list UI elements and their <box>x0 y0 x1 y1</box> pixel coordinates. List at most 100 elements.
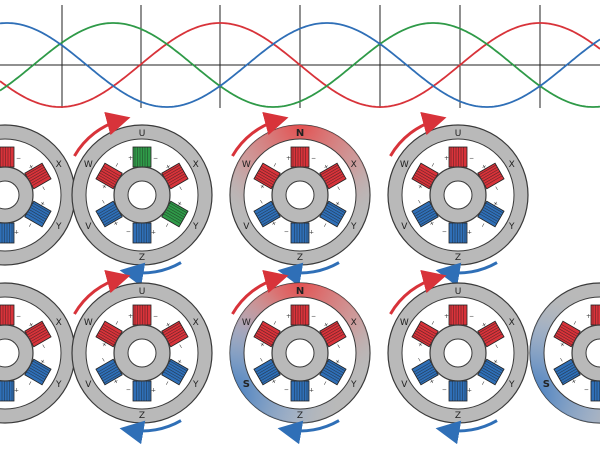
winding-label-bl: V <box>401 222 408 232</box>
stator-coil: +− <box>411 198 439 228</box>
coil-sign: + <box>100 341 109 349</box>
coil-sign: − <box>126 228 131 235</box>
winding-label-top: U <box>139 129 146 139</box>
motor-1-0: +−+−+−+−+−+−XY <box>0 282 76 424</box>
coil-sign: − <box>39 343 48 351</box>
winding-label-tr: X <box>509 160 515 170</box>
coil-sign: + <box>258 341 267 349</box>
stator-coil: +− <box>319 320 347 350</box>
rotor-bore <box>0 338 20 368</box>
winding-label-br: Y <box>192 222 199 232</box>
coil-sign: − <box>26 221 35 229</box>
stator-coil: +− <box>24 320 52 351</box>
coil-sign: + <box>491 199 500 207</box>
winding-label-top: N <box>296 286 304 297</box>
coil-sign: + <box>27 163 36 171</box>
stator-coil: +− <box>319 162 347 192</box>
coil-sign: − <box>442 386 447 393</box>
phase-u-curve <box>0 22 600 108</box>
rotation-arrow <box>119 419 182 445</box>
coil-sign: − <box>479 379 488 387</box>
stator-coil: +− <box>477 199 505 229</box>
coil-sign: − <box>469 155 474 162</box>
stator-coil: +− <box>24 162 52 192</box>
coil-sign: − <box>153 155 158 162</box>
winding-label-tr: X <box>193 318 199 328</box>
three-phase-waveform <box>0 5 600 108</box>
coil-sign: + <box>14 386 19 393</box>
coil-sign: + <box>286 313 291 320</box>
winding-label-tl: W <box>400 318 409 328</box>
coil-sign: − <box>113 319 122 327</box>
coil-sign: − <box>284 386 289 393</box>
coil-sign: + <box>164 163 173 171</box>
stator-coil: +− <box>284 222 314 244</box>
rotation-arrow <box>435 419 498 445</box>
winding-label-bl: S <box>243 379 250 390</box>
rotation-arrow <box>389 111 447 157</box>
coil-sign: + <box>286 155 291 162</box>
stator-coil: +− <box>442 380 472 402</box>
stator-coil: +− <box>553 319 581 349</box>
coil-sign: + <box>558 341 567 349</box>
coil-sign: + <box>467 228 472 235</box>
coil-sign: + <box>428 377 437 385</box>
coil-sign: + <box>444 313 449 320</box>
coil-sign: + <box>164 321 173 329</box>
coil-sign: − <box>479 221 488 229</box>
coil-sign: + <box>416 341 425 349</box>
rotor-bore <box>285 338 315 368</box>
winding-label-bottom: Z <box>297 253 303 263</box>
winding-label-tl: W <box>400 160 409 170</box>
coil-sign: − <box>492 185 501 193</box>
rotation-arrow <box>231 111 289 157</box>
stator-coil: +− <box>553 356 581 386</box>
coil-sign: − <box>271 319 280 327</box>
coil-sign: + <box>175 199 184 207</box>
winding-label-top: U <box>455 129 462 139</box>
stator-coil: +− <box>128 146 158 168</box>
coil-sign: + <box>27 321 36 329</box>
coil-sign: − <box>163 221 172 229</box>
coil-sign: + <box>570 377 579 385</box>
winding-label-top: N <box>296 128 304 139</box>
winding-label-br: Y <box>55 222 62 232</box>
winding-label-br: Y <box>508 380 515 390</box>
rotation-arrow <box>73 111 131 157</box>
stator-coil: +− <box>253 198 281 228</box>
coil-sign: − <box>16 313 21 320</box>
stator-coil: +− <box>477 162 505 193</box>
coil-sign: − <box>311 155 316 162</box>
winding-label-tl: W <box>242 160 251 170</box>
coil-sign: + <box>128 155 133 162</box>
coil-sign: − <box>153 313 158 320</box>
coil-sign: + <box>480 163 489 171</box>
coil-sign: + <box>467 386 472 393</box>
coil-sign: − <box>271 161 280 169</box>
phase-v-curve <box>0 22 600 108</box>
rotor-bore <box>285 180 315 210</box>
stator-coil: +− <box>95 161 123 191</box>
winding-label-bl: V <box>85 380 92 390</box>
rotation-arrow <box>435 261 498 287</box>
winding-label-bl: V <box>243 222 250 232</box>
coil-sign: − <box>311 313 316 320</box>
stator-coil: +− <box>161 199 189 229</box>
rotation-arrow <box>389 269 447 315</box>
coil-sign: − <box>571 319 580 327</box>
stator-coil: +− <box>319 199 347 229</box>
winding-label-bl: V <box>401 380 408 390</box>
coil-sign: + <box>112 219 121 227</box>
winding-label-bl: V <box>85 222 92 232</box>
winding-label-br: Y <box>192 380 199 390</box>
coil-sign: + <box>151 228 156 235</box>
stator-coil: +− <box>253 161 281 191</box>
coil-sign: − <box>257 198 266 206</box>
winding-label-tl: W <box>84 318 93 328</box>
winding-label-bottom: Z <box>139 253 145 263</box>
coil-sign: + <box>270 377 279 385</box>
